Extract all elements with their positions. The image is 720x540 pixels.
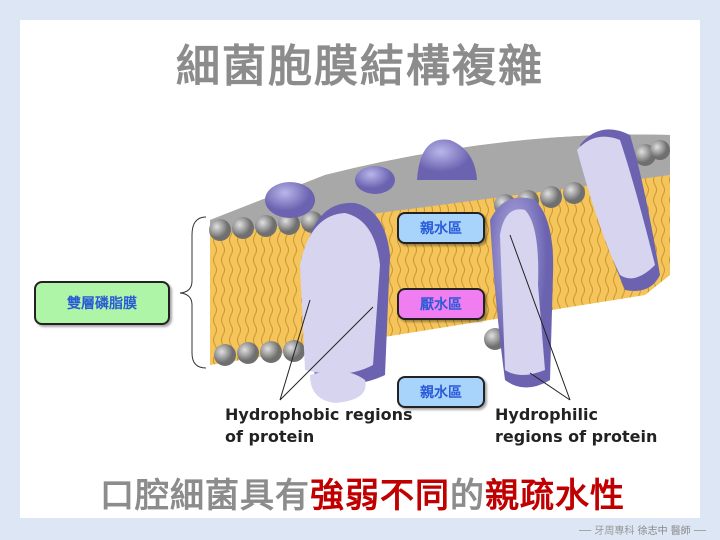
statement-part: 的 xyxy=(450,476,485,516)
transmembrane-protein-face xyxy=(300,213,380,374)
bottom-statement: 口腔細菌具有強弱不同的親疏水性 xyxy=(100,468,625,517)
membrane-top-surface xyxy=(210,134,670,235)
caption-hydrophobic: Hydrophobic regions of protein xyxy=(225,404,413,448)
caption-hydrophilic: Hydrophilic regions of protein xyxy=(495,404,657,448)
label-text: 雙層磷脂膜 xyxy=(67,296,137,312)
footer: ── 牙周專科 徐志中 醫師 ── xyxy=(579,526,706,537)
membrane-illustration xyxy=(209,129,670,403)
caption-line: Hydrophilic xyxy=(495,405,598,424)
surface-protein xyxy=(355,166,395,194)
surface-protein xyxy=(265,182,315,218)
slide-title: 細菌胞膜結構複雜 xyxy=(176,41,544,92)
statement-part: 口腔細菌具有 xyxy=(100,476,310,516)
label-hydrophobic: 厭水區 xyxy=(397,288,485,320)
label-text: 親水區 xyxy=(420,385,462,401)
label-text: 親水區 xyxy=(420,221,462,237)
label-bilayer: 雙層磷脂膜 xyxy=(34,281,170,325)
label-hydrophilic-top: 親水區 xyxy=(397,212,485,244)
footer-dept: 牙周專科 xyxy=(594,526,635,537)
caption-line: of protein xyxy=(225,427,315,446)
statement-highlight: 親疏水性 xyxy=(485,476,625,516)
statement-highlight: 強弱不同 xyxy=(310,476,450,516)
label-hydrophilic-bottom: 親水區 xyxy=(397,376,485,408)
footer-name: 徐志中 醫師 xyxy=(637,526,691,537)
label-text: 厭水區 xyxy=(420,297,462,313)
caption-line: Hydrophobic regions xyxy=(225,405,413,424)
transmembrane-protein-face xyxy=(500,209,545,375)
bracket-icon xyxy=(179,216,207,369)
protein-bottom-lobe xyxy=(310,371,366,403)
surface-protein xyxy=(417,139,477,180)
pointer-lines xyxy=(279,234,571,401)
caption-line: regions of protein xyxy=(495,427,658,446)
transmembrane-protein-face xyxy=(577,136,655,279)
